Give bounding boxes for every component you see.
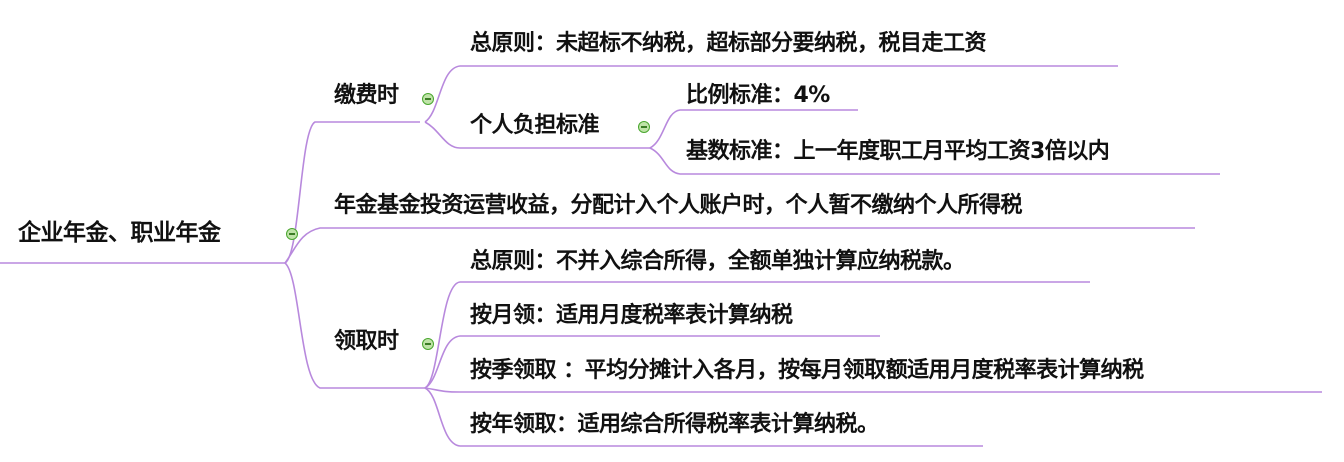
collapse-toggle-icon[interactable] — [638, 121, 650, 133]
root-node[interactable]: 企业年金、职业年金 — [18, 220, 221, 246]
leaf-node-investment-income[interactable]: 年金基金投资运营收益，分配计入个人账户时，个人暂不缴纳个人所得税 — [334, 193, 1023, 218]
leaf-node[interactable]: 按季领取 ：平均分摊计入各月，按每月领取额适用月度税率表计算纳税 — [470, 358, 1144, 383]
collapse-toggle-icon[interactable] — [286, 228, 298, 240]
leaf-node[interactable]: 按年领取：适用综合所得税率表计算纳税。 — [470, 412, 879, 437]
collapse-toggle-icon[interactable] — [422, 338, 434, 350]
leaf-node[interactable]: 总原则：未超标不纳税，超标部分要纳税，税目走工资 — [470, 31, 987, 56]
branch-node-payment[interactable]: 缴费时 — [334, 83, 399, 108]
leaf-node[interactable]: 比例标准：4% — [686, 83, 830, 108]
branch-node-withdrawal[interactable]: 领取时 — [334, 329, 399, 354]
collapse-toggle-icon[interactable] — [422, 93, 434, 105]
branch-node-personal-burden[interactable]: 个人负担标准 — [470, 113, 600, 138]
leaf-node[interactable]: 按月领：适用月度税率表计算纳税 — [470, 303, 793, 328]
leaf-node[interactable]: 基数标准：上一年度职工月平均工资3倍以内 — [686, 139, 1110, 164]
leaf-node[interactable]: 总原则：不并入综合所得，全额单独计算应纳税款。 — [470, 249, 965, 274]
